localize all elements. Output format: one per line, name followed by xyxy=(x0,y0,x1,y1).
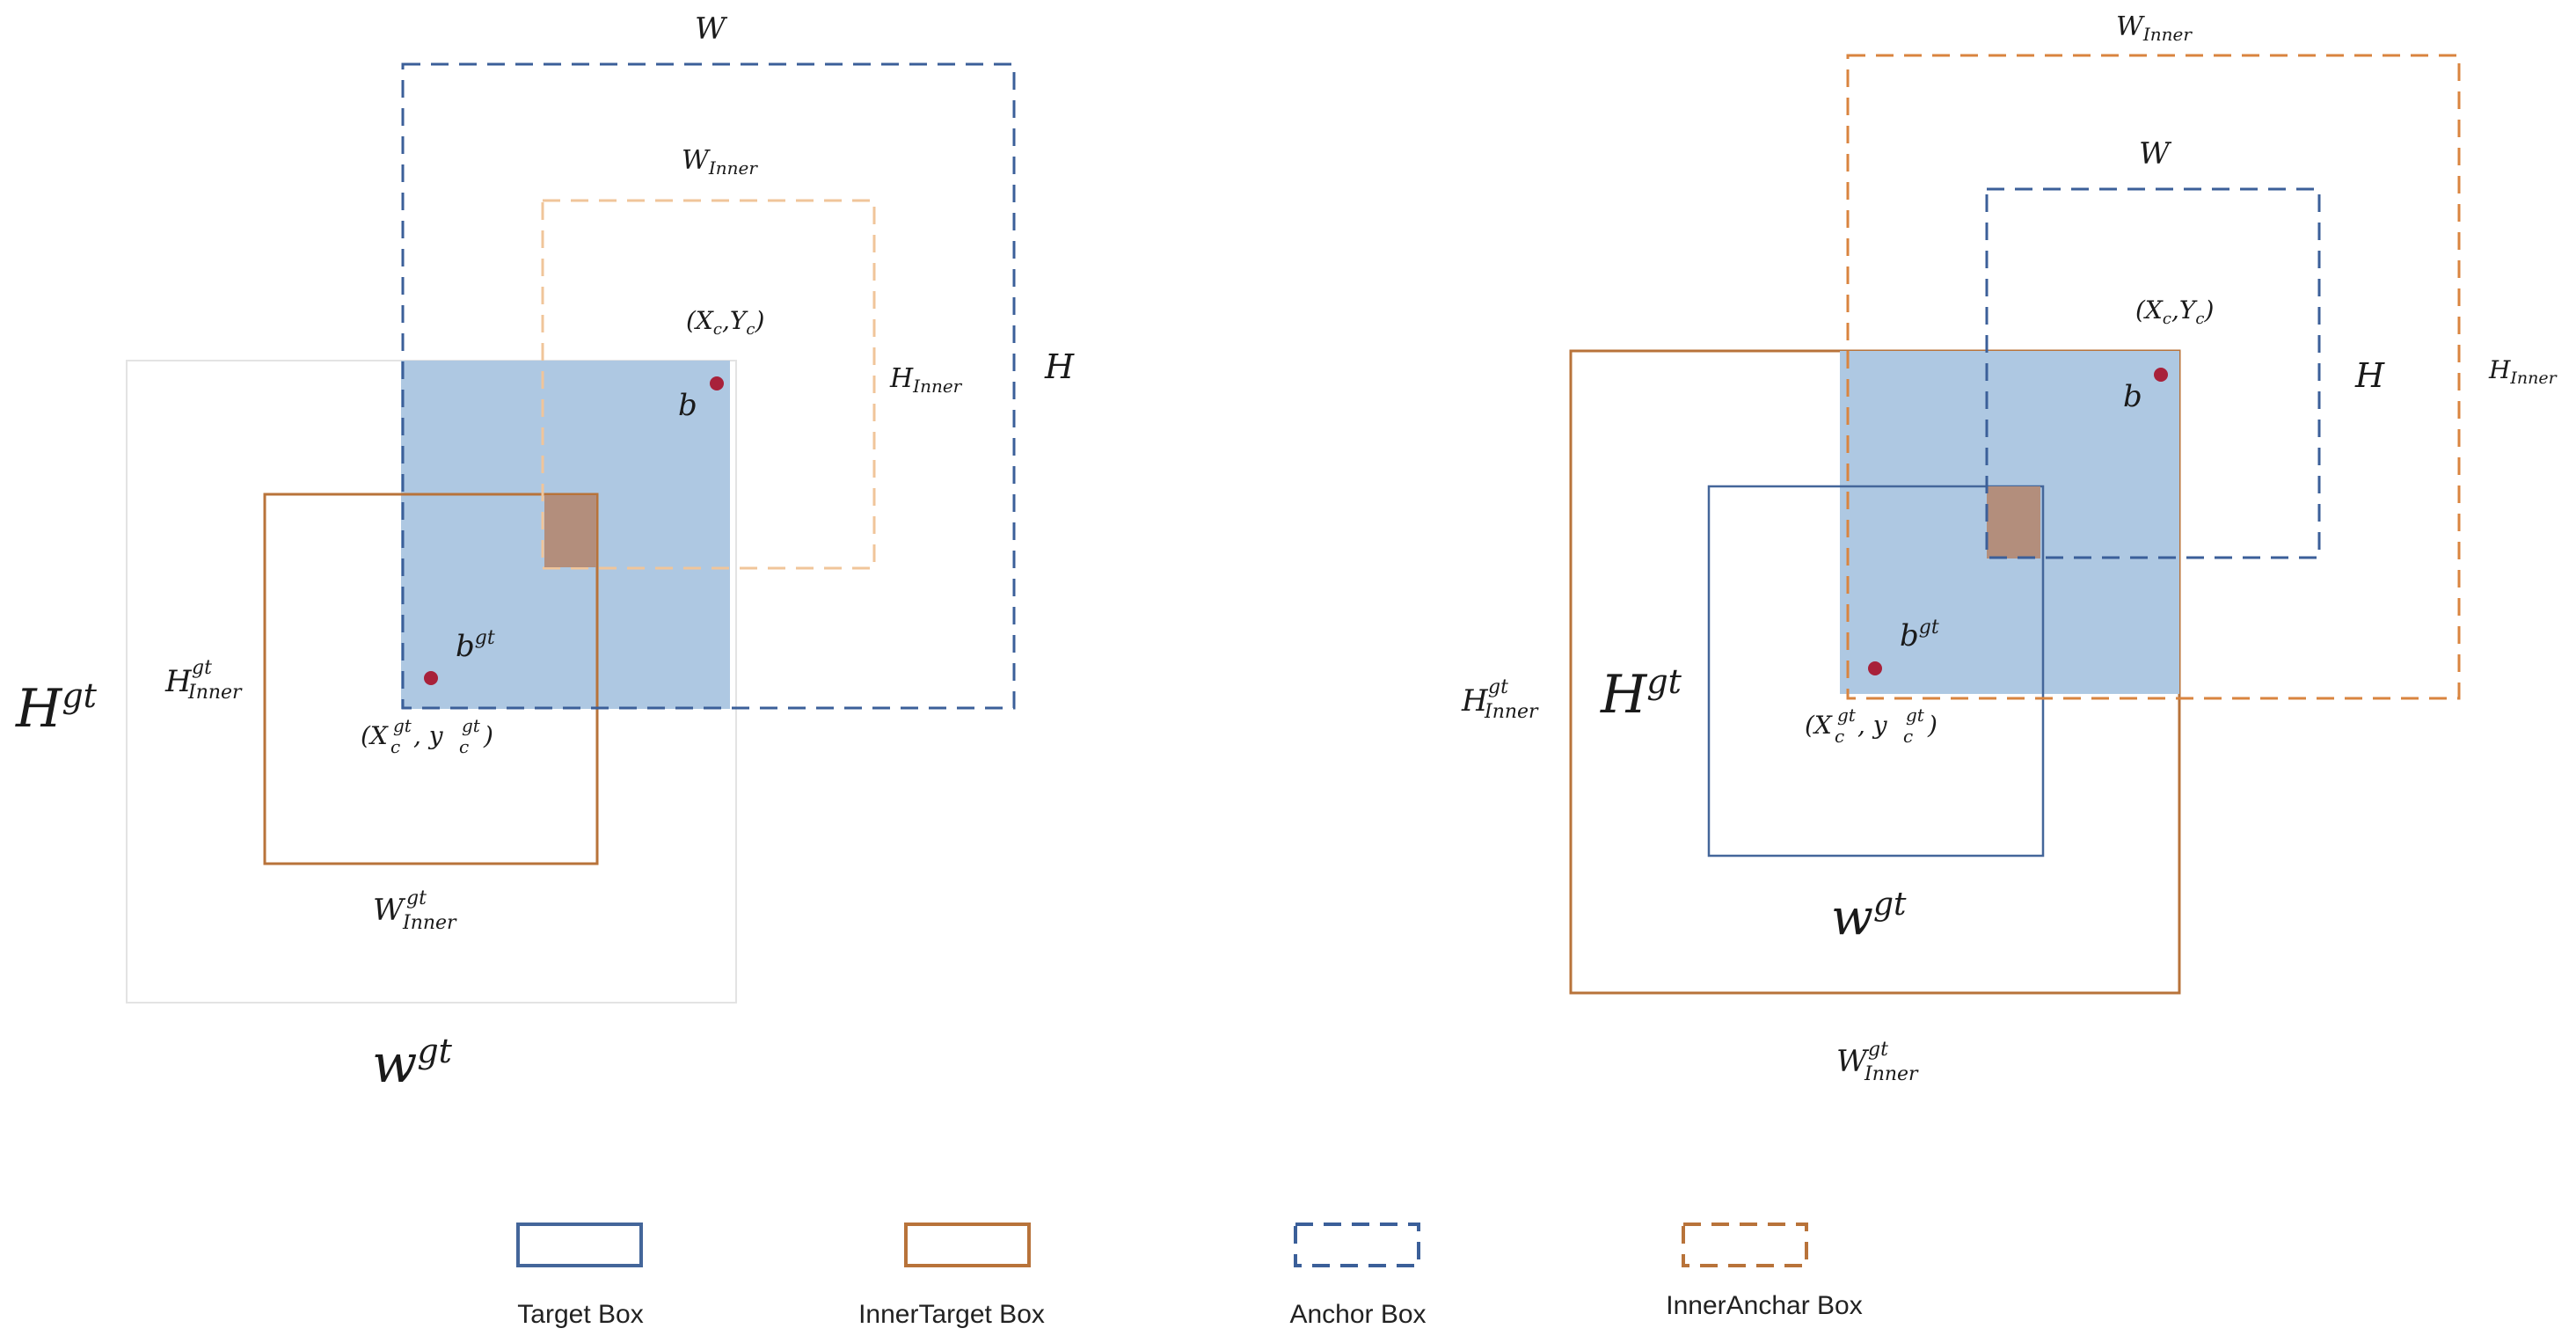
left-label-anchor-center: (Xc,Yc) xyxy=(686,306,764,339)
right-target-box xyxy=(1707,485,2045,858)
right-label-W: W xyxy=(2139,136,2172,172)
svg-text:gt: gt xyxy=(192,657,212,679)
svg-text:gt: gt xyxy=(1837,704,1857,726)
svg-text:c: c xyxy=(459,736,469,757)
left-label-wgt: wgt xyxy=(372,1032,453,1095)
left-label-b: b xyxy=(678,388,697,423)
left-inner-anchor-box xyxy=(541,199,876,570)
left-anchor-center-point xyxy=(710,376,724,390)
right-panel: WInner W (Xc,Yc) H HInner b bgt H gt Inn… xyxy=(1461,11,2558,1085)
right-intersection-region xyxy=(1987,486,2040,558)
legend: Target Box InnerTarget Box Anchor Box In… xyxy=(516,1223,1863,1329)
right-label-H-inner: HInner xyxy=(2488,355,2558,388)
svg-text:gt: gt xyxy=(1868,1039,1888,1061)
svg-text:c: c xyxy=(1835,726,1844,747)
legend-swatch-inner-anchor-box xyxy=(1682,1223,1808,1267)
svg-text:gt: gt xyxy=(1488,676,1508,698)
left-label-Hgt: Hgt xyxy=(15,676,98,740)
right-label-bgt: bgt xyxy=(1900,617,1939,653)
legend-item-target-box: Target Box xyxy=(516,1223,644,1329)
left-label-target-center: (X gt c , y gt c ) xyxy=(361,715,493,757)
svg-text:(X: (X xyxy=(361,721,389,750)
svg-text:Inner: Inner xyxy=(402,912,457,934)
svg-text:H: H xyxy=(164,664,193,699)
left-label-bgt: bgt xyxy=(456,627,495,664)
legend-label-anchor-box: Anchor Box xyxy=(1289,1300,1426,1329)
svg-text:gt: gt xyxy=(406,887,427,909)
right-label-b: b xyxy=(2123,379,2142,414)
legend-item-inner-target-box: InnerTarget Box xyxy=(858,1223,1045,1329)
left-label-W-inner: WInner xyxy=(682,145,758,179)
right-label-Wgt-inner: W gt Inner xyxy=(1836,1039,1919,1085)
right-label-anchor-center: (Xc,Yc) xyxy=(2135,296,2214,328)
right-label-H: H xyxy=(2354,356,2385,395)
legend-swatch-target-box xyxy=(516,1223,643,1267)
left-label-Hgt-inner: H gt Inner xyxy=(164,657,243,704)
legend-item-anchor-box: Anchor Box xyxy=(1289,1223,1427,1329)
svg-text:Inner: Inner xyxy=(1484,701,1539,723)
right-anchor-box xyxy=(1985,187,2321,559)
svg-text:(X: (X xyxy=(1805,711,1833,740)
svg-text:Inner: Inner xyxy=(1864,1063,1919,1085)
svg-text:, y: , y xyxy=(1857,711,1888,740)
svg-text:H: H xyxy=(1461,683,1489,719)
legend-swatch-anchor-box xyxy=(1294,1223,1420,1267)
svg-text:W: W xyxy=(1836,1044,1870,1079)
left-anchor-box xyxy=(401,62,1016,710)
svg-text:gt: gt xyxy=(393,715,412,736)
left-label-H-inner: HInner xyxy=(889,363,963,397)
legend-item-inner-anchor-box: InnerAnchar Box xyxy=(1666,1223,1863,1320)
left-inner-target-box xyxy=(263,493,599,865)
right-inner-anchor-box xyxy=(1846,54,2461,700)
left-intersection-region xyxy=(544,495,596,567)
left-label-Wgt-inner: W gt Inner xyxy=(373,887,457,934)
right-label-Hgt: Hgt xyxy=(1600,662,1682,726)
right-label-target-center: (X gt c , y gt c ) xyxy=(1805,704,1937,747)
right-anchor-center-point xyxy=(2154,368,2168,382)
legend-label-inner-anchor-box: InnerAnchar Box xyxy=(1666,1291,1862,1320)
right-target-center-point xyxy=(1868,661,1882,675)
svg-text:gt: gt xyxy=(1906,704,1925,726)
svg-text:W: W xyxy=(373,893,406,928)
right-label-Hgt-inner: H gt Inner xyxy=(1461,676,1539,723)
legend-label-inner-target-box: InnerTarget Box xyxy=(858,1300,1045,1329)
left-label-H: H xyxy=(1044,347,1075,386)
svg-text:): ) xyxy=(483,721,493,750)
svg-text:): ) xyxy=(1927,711,1937,740)
svg-text:, y: , y xyxy=(413,721,444,750)
right-label-wgt: wgt xyxy=(1831,887,1907,946)
left-panel: W WInner H HInner (Xc,Yc) b bgt Hgt H gt… xyxy=(15,11,1075,1095)
svg-text:c: c xyxy=(390,736,400,757)
svg-text:c: c xyxy=(1903,726,1913,747)
svg-text:Inner: Inner xyxy=(187,682,243,704)
left-target-center-point xyxy=(424,671,438,685)
legend-swatch-inner-target-box xyxy=(904,1223,1031,1267)
svg-text:gt: gt xyxy=(462,715,481,736)
right-label-W-inner: WInner xyxy=(2116,11,2193,45)
legend-label-target-box: Target Box xyxy=(517,1300,643,1329)
left-label-W: W xyxy=(695,11,728,47)
